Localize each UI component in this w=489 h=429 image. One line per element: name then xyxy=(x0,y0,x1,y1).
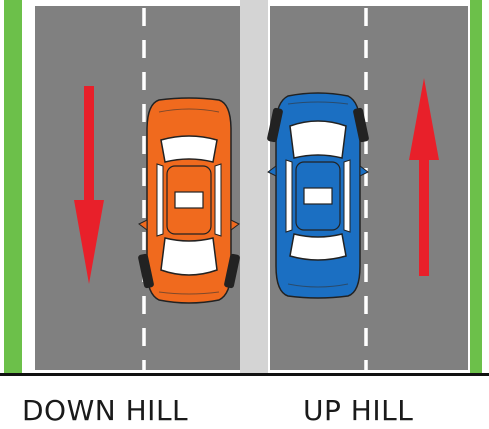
ground-line xyxy=(0,373,489,376)
label-down-hill: DOWN HILL xyxy=(22,394,188,427)
median xyxy=(240,0,268,376)
grass-strip-right xyxy=(470,0,482,376)
car-uphill xyxy=(267,93,370,298)
grass-strip-left xyxy=(4,0,22,376)
label-up-hill: UP HILL xyxy=(303,394,413,427)
car-downhill xyxy=(138,98,241,303)
